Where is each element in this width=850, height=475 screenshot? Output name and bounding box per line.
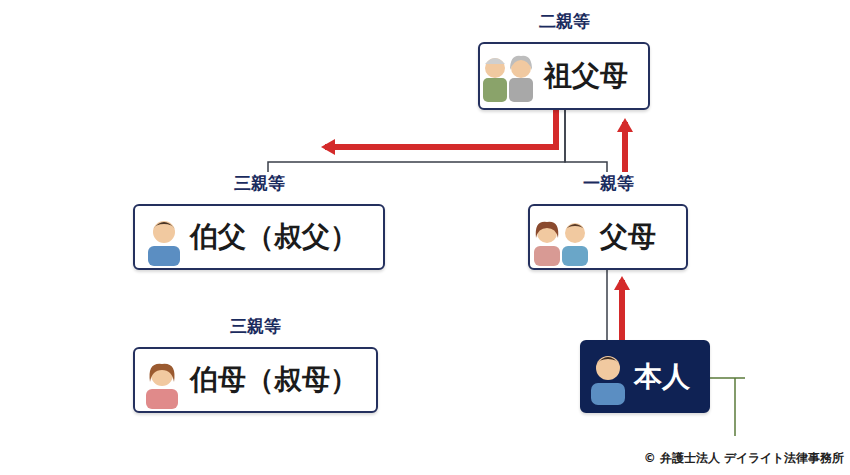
family-line	[565, 110, 607, 172]
grandfather-icon	[483, 58, 507, 102]
degree-heading: 一親等	[528, 172, 688, 194]
self-box: 本人	[580, 340, 710, 413]
mother-icon	[534, 222, 560, 266]
aunt-box: 三親等伯母（叔母）	[133, 315, 378, 413]
relative-name: 伯父（叔父）	[190, 218, 358, 256]
aunt-icon	[146, 364, 178, 409]
uncle-box: 三親等伯父（叔父）	[133, 172, 385, 270]
father-icon	[562, 223, 588, 266]
box-outline: 伯母（叔母）	[133, 347, 378, 413]
box-outline: 伯父（叔父）	[133, 204, 385, 270]
box-outline: 父母	[528, 204, 688, 270]
degree-heading: 二親等	[478, 10, 650, 32]
relative-name: 伯母（叔母）	[190, 361, 358, 399]
side-line	[710, 378, 745, 436]
degree-arrow	[325, 110, 556, 147]
relative-name: 祖父母	[544, 57, 628, 95]
box-outline: 祖父母	[478, 42, 650, 110]
degree-heading: 三親等	[133, 315, 378, 337]
relative-name: 父母	[600, 218, 656, 256]
parents-box: 一親等父母	[528, 172, 688, 270]
degree-arrow	[619, 280, 625, 340]
grandmother-icon	[509, 56, 533, 102]
relative-name: 本人	[634, 358, 690, 396]
family-line	[606, 270, 608, 340]
self-icon	[591, 356, 625, 405]
degree-heading: 三親等	[133, 172, 385, 194]
box-outline: 本人	[580, 340, 710, 413]
degree-arrow	[622, 122, 628, 172]
uncle-icon	[148, 221, 180, 266]
copyright-note: © 弁護士法人 デイライト法律事務所	[644, 450, 844, 467]
family-line	[268, 110, 565, 172]
grandparents-box: 二親等祖父母	[478, 10, 650, 110]
